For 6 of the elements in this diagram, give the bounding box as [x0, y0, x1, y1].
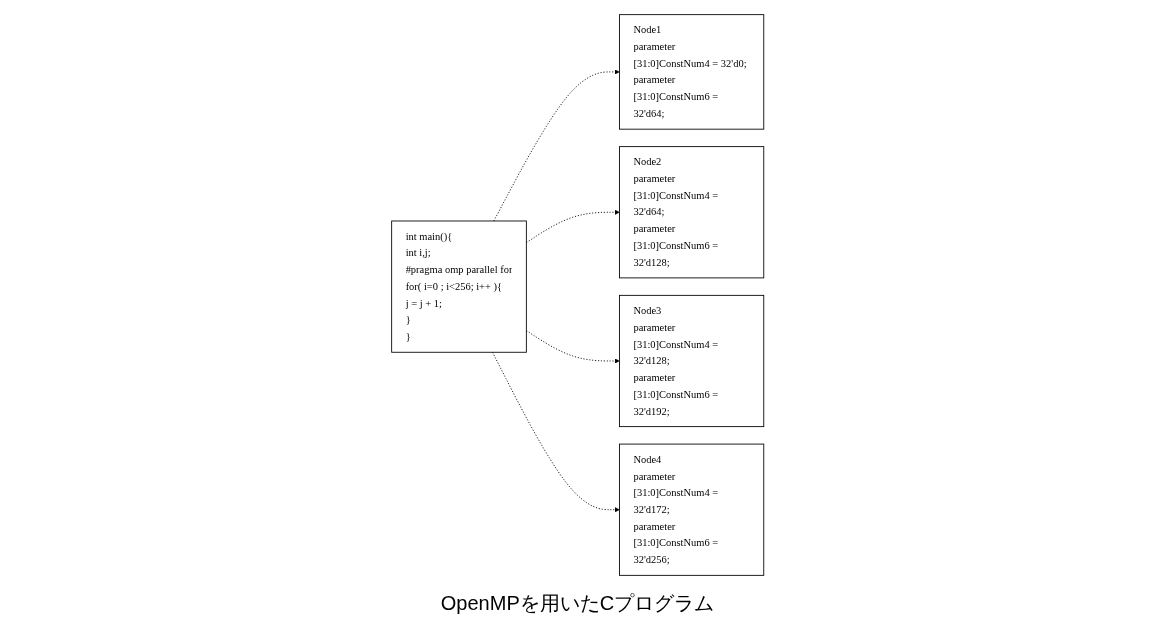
node-box: Node3 parameter [31:0]ConstNum4 = 32'd128; parameter [31:0]ConstNum6 = 32'd192;	[618, 294, 764, 428]
caption: OpenMPを用いたCプログラム	[440, 591, 715, 616]
node-box: int main(){ int i,j; #pragma omp parallel for for( i=0 ; i<256; i++ ){ j = j + 1; } }	[391, 220, 527, 353]
node-box: Node1 parameter [31:0]ConstNum4 = 32'd0; parameter [31:0]ConstNum6 = 32'd64;	[618, 14, 764, 130]
node-box: Node4 parameter [31:0]ConstNum4 = 32'd172; parameter [31:0]ConstNum6 = 32'd256;	[618, 443, 764, 576]
node-box: Node2 parameter [31:0]ConstNum4 = 32'd64; parameter [31:0]ConstNum6 = 32'd128;	[618, 146, 764, 279]
